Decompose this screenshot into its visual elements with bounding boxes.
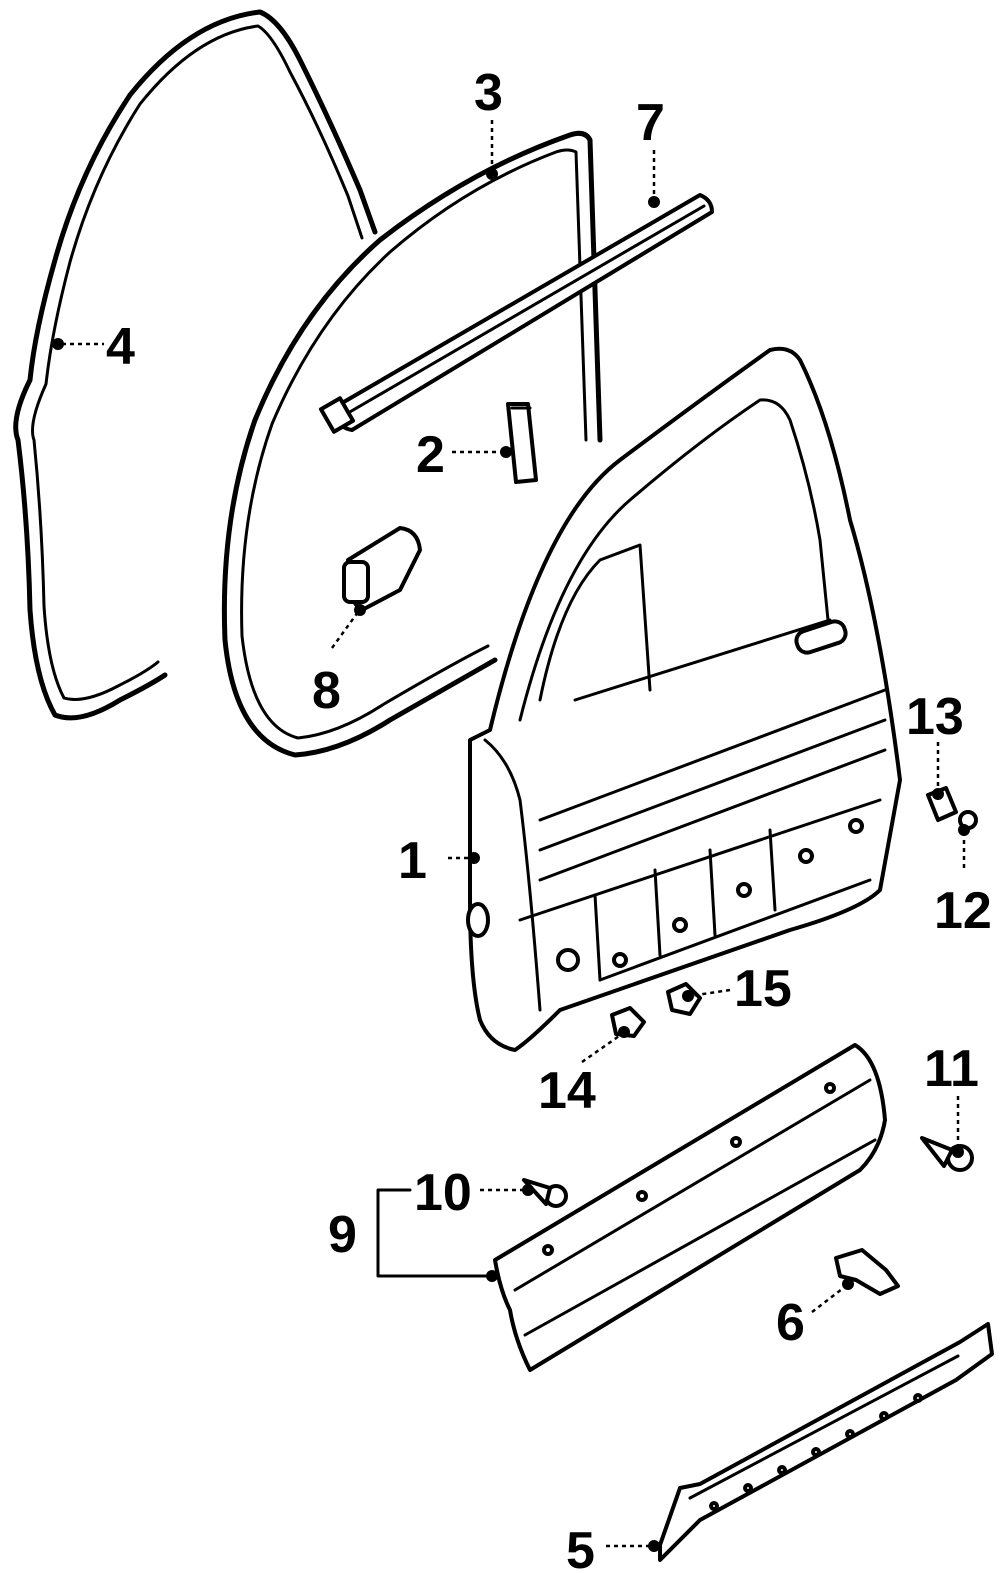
callout-7: 7 bbox=[636, 94, 665, 152]
part-8-clip bbox=[342, 526, 422, 612]
leader-15 bbox=[689, 988, 731, 998]
callout-11: 11 bbox=[924, 1040, 979, 1098]
callout-8: 8 bbox=[312, 662, 341, 720]
callout-10: 10 bbox=[414, 1164, 472, 1222]
callout-13: 13 bbox=[906, 688, 964, 746]
callout-5: 5 bbox=[566, 1522, 595, 1573]
leader-8 bbox=[330, 611, 360, 649]
callout-9: 9 bbox=[328, 1206, 357, 1264]
part-3-glass-run-channel bbox=[221, 130, 603, 758]
part-9-side-molding bbox=[493, 1043, 887, 1372]
bracket-9 bbox=[376, 1188, 494, 1278]
leader-lines bbox=[62, 120, 966, 1548]
part-7-belt-molding bbox=[318, 193, 714, 434]
part-11-clip bbox=[920, 1136, 974, 1172]
part-6-screw bbox=[834, 1248, 900, 1296]
part-4-door-weatherstrip bbox=[13, 9, 378, 721]
callout-6: 6 bbox=[776, 1294, 805, 1352]
callout-1: 1 bbox=[398, 832, 427, 890]
callout-3: 3 bbox=[474, 64, 503, 122]
callout-2: 2 bbox=[416, 426, 445, 484]
callout-14: 14 bbox=[538, 1062, 596, 1120]
callout-15: 15 bbox=[734, 960, 792, 1018]
callouts: 1 2 3 4 5 6 7 8 9 10 11 12 13 14 15 bbox=[106, 64, 992, 1573]
callout-4: 4 bbox=[106, 318, 135, 376]
leader-6 bbox=[811, 1285, 847, 1313]
arrow-heads bbox=[52, 168, 970, 1552]
part-5-lower-trim bbox=[658, 1322, 994, 1562]
callout-12: 12 bbox=[934, 882, 992, 940]
leader-14 bbox=[581, 1032, 623, 1064]
part-2-door-pad bbox=[506, 402, 538, 484]
part-1-door-shell bbox=[466, 346, 902, 1052]
